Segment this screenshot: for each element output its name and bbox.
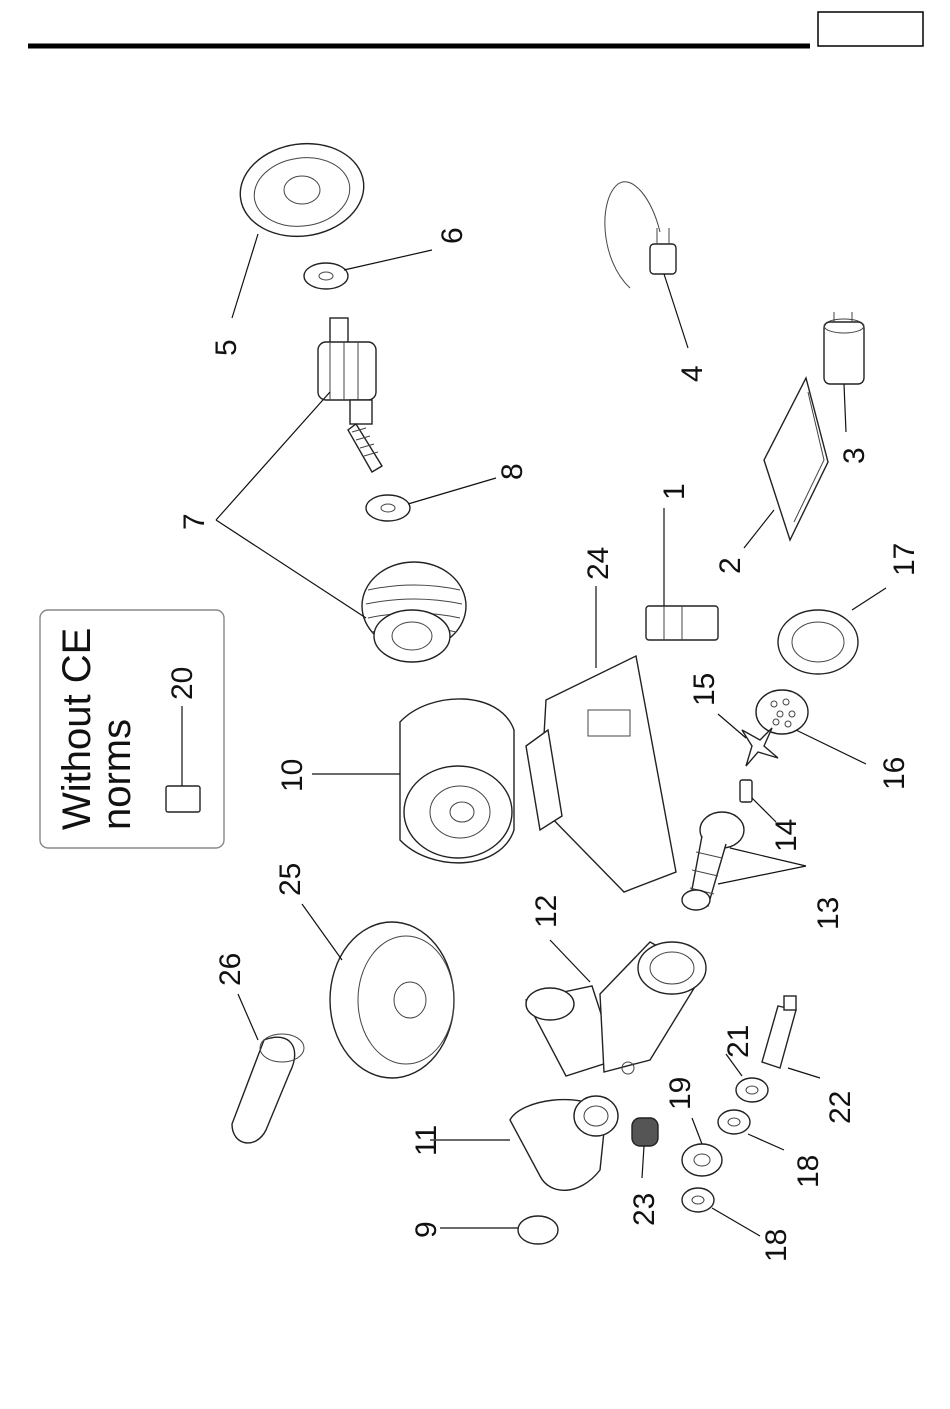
part-10-motor-housing	[400, 699, 514, 863]
callout-10: 10	[276, 759, 309, 792]
callout-11: 11	[410, 1125, 443, 1156]
callout-23: 23	[628, 1193, 661, 1226]
part-18-washer-lower	[682, 1188, 714, 1212]
part-7-stator	[362, 562, 466, 662]
callout-1: 1	[658, 483, 691, 500]
callout-13: 13	[812, 897, 845, 930]
part-3-capacitor	[824, 312, 864, 384]
part-20-switch	[166, 786, 200, 812]
callout-26: 26	[214, 953, 247, 986]
part-4-power-cord	[605, 182, 676, 288]
callout-17: 17	[888, 543, 921, 576]
callout-4: 4	[676, 365, 709, 382]
part-19-gear	[682, 1144, 722, 1176]
callout-25: 25	[274, 863, 307, 896]
callout-6: 6	[436, 227, 469, 244]
part-13-worm-screw	[682, 812, 744, 910]
callout-2: 2	[714, 557, 747, 574]
part-26-handle	[232, 1034, 304, 1143]
callout-18-lower: 18	[760, 1229, 793, 1262]
callout-8: 8	[496, 463, 529, 480]
part-17-ring-nut	[778, 610, 858, 674]
part-12-grinder-head	[526, 942, 706, 1076]
part-21-washer	[736, 1078, 768, 1102]
inset-title-line1: Without CE	[55, 628, 99, 830]
callout-14: 14	[770, 819, 803, 852]
callout-18-upper: 18	[792, 1155, 825, 1188]
inset-without-ce: Without CE norms 20	[40, 610, 224, 848]
part-14-pin	[740, 780, 752, 802]
callout-9: 9	[410, 1221, 443, 1238]
part-6-bushing	[304, 263, 348, 289]
part-22-shaft	[762, 996, 796, 1068]
part-24-base	[526, 656, 676, 892]
callout-15: 15	[688, 673, 721, 706]
callout-21: 21	[722, 1025, 755, 1058]
part-16-cutting-plate	[756, 690, 808, 734]
callout-3: 3	[838, 447, 871, 464]
part-9-ring	[518, 1216, 558, 1244]
page-number-box	[818, 12, 923, 46]
part-1-switch	[646, 606, 718, 640]
callout-20: 20	[166, 667, 199, 700]
callout-12: 12	[530, 895, 563, 928]
callout-16: 16	[878, 757, 911, 790]
part-2-plate	[764, 378, 828, 540]
part-5-cap	[234, 136, 370, 244]
part-18-washer-upper	[718, 1110, 750, 1134]
part-8-bushing	[366, 495, 410, 521]
callout-22: 22	[824, 1091, 857, 1124]
part-25-cover	[330, 922, 454, 1078]
callout-19: 19	[664, 1077, 697, 1110]
part-11-tray	[510, 1096, 618, 1190]
callout-7: 7	[178, 513, 211, 530]
callout-24: 24	[582, 547, 615, 580]
inset-title-line2: norms	[95, 719, 139, 830]
part-23-knob	[632, 1118, 658, 1146]
callout-5: 5	[210, 339, 243, 356]
part-15-blade	[742, 728, 778, 766]
